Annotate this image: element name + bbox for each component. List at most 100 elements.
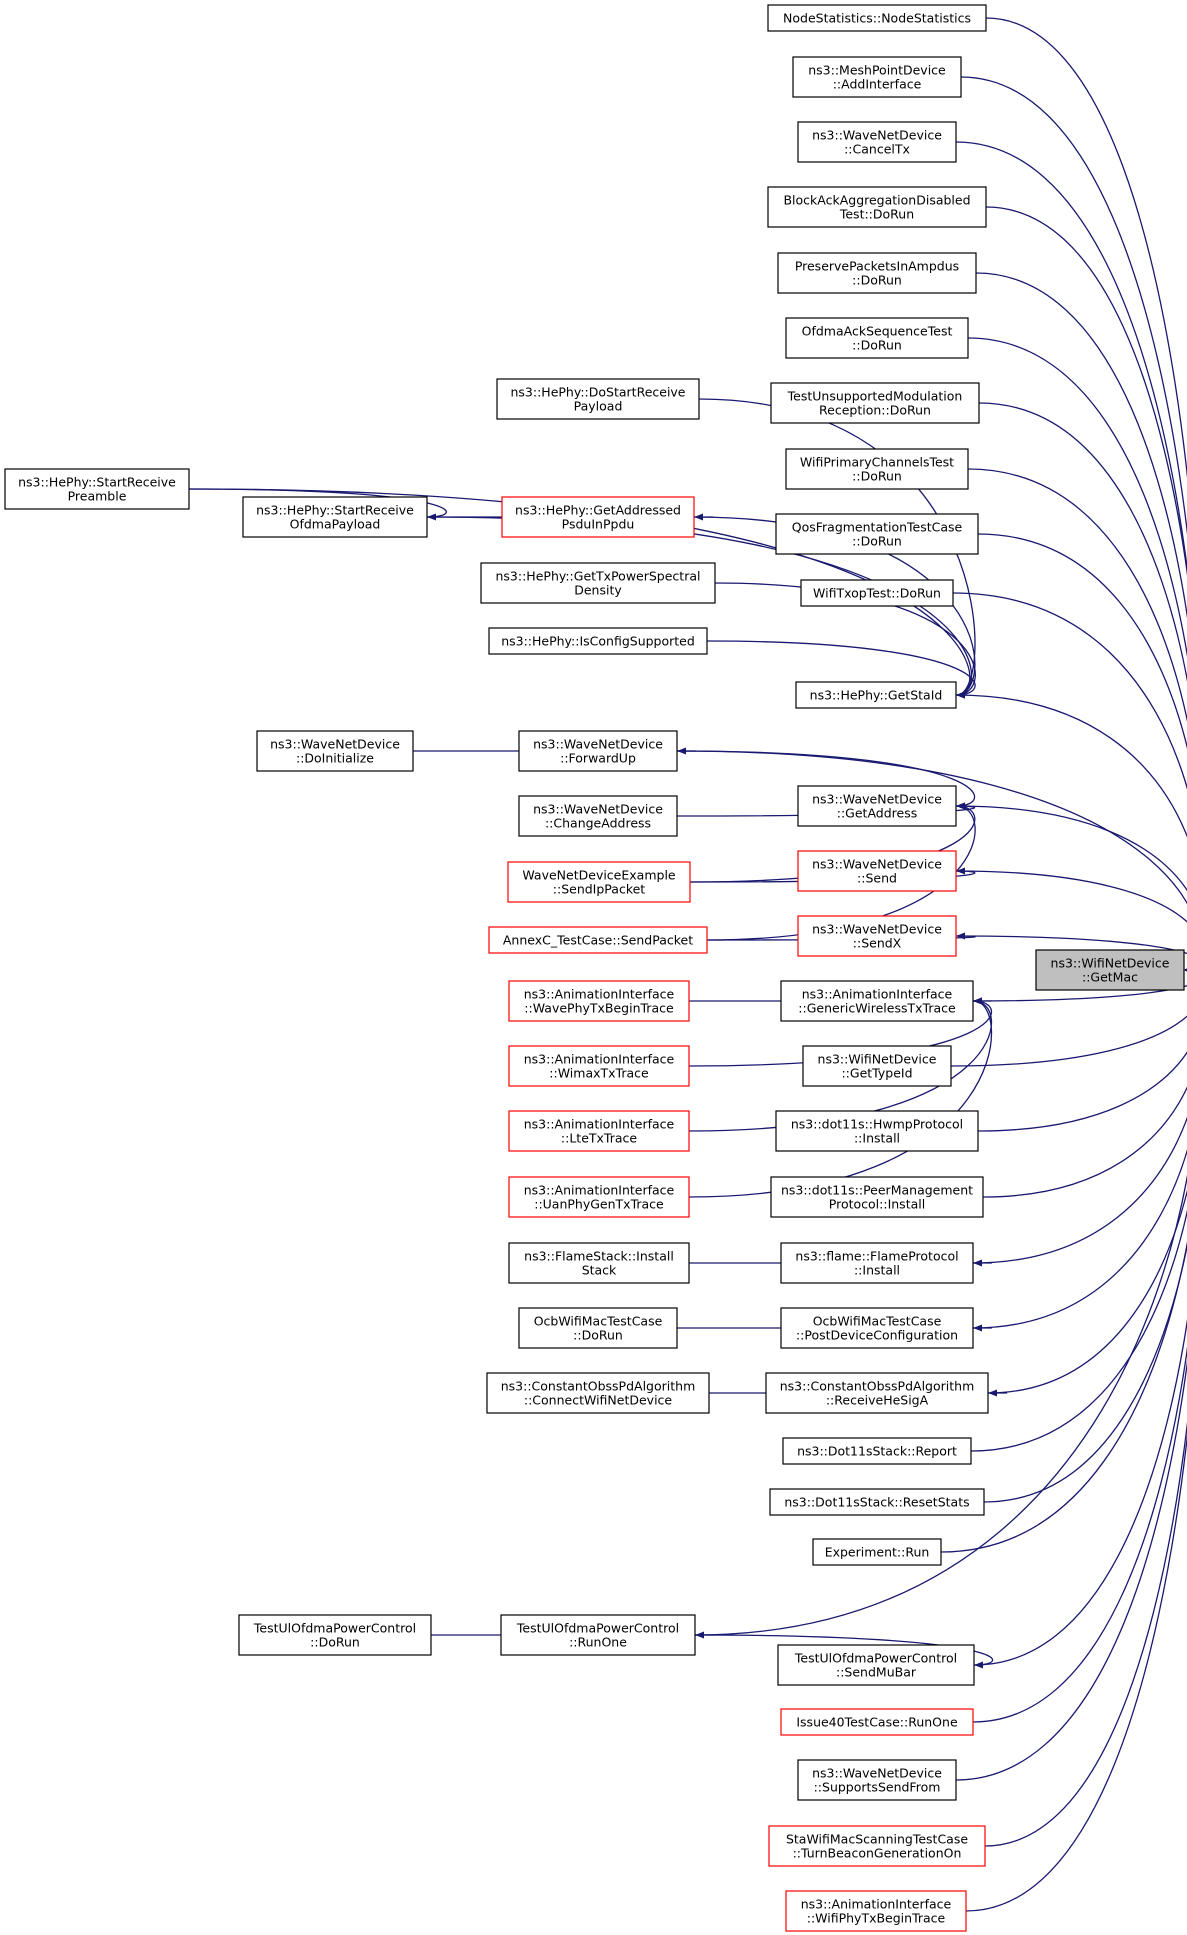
edge-ofdmaack-dorun-to-getmac xyxy=(967,337,1187,974)
node-ulofdma-sendmubar[interactable]: TestUlOfdmaPowerControl::SendMuBar xyxy=(777,1644,975,1686)
node-dot11s-report[interactable]: ns3::Dot11sStack::Report xyxy=(782,1437,972,1465)
node-meshaddinterface[interactable]: ns3::MeshPointDevice::AddInterface xyxy=(792,56,962,98)
node-label-line: Experiment::Run xyxy=(825,1545,930,1560)
edge-wave-canceltx-to-getmac xyxy=(955,141,1187,974)
node-box xyxy=(518,730,678,772)
node-label-line: ns3::WaveNetDevice xyxy=(533,737,663,752)
node-testunsupported-dorun[interactable]: TestUnsupportedModulationReception::DoRu… xyxy=(770,382,980,424)
node-wifitxop-dorun[interactable]: WifiTxopTest::DoRun xyxy=(800,579,954,607)
node-wave-supportssendfrom[interactable]: ns3::WaveNetDevice::SupportsSendFrom xyxy=(797,1759,957,1801)
node-ocb-postdevice[interactable]: OcbWifiMacTestCase::PostDeviceConfigurat… xyxy=(780,1307,974,1349)
node-hwmp-install[interactable]: ns3::dot11s::HwmpProtocol::Install xyxy=(775,1110,979,1152)
node-anim-ltetx[interactable]: ns3::AnimationInterface::LteTxTrace xyxy=(508,1110,690,1152)
node-box xyxy=(500,1614,696,1656)
edge-dot11s-report-to-getmac xyxy=(970,966,1187,1452)
edge-wifitxop-dorun-to-getmac xyxy=(952,592,1187,974)
node-label-line: ns3::HePhy::DoStartReceive xyxy=(510,385,685,400)
node-label-line: ns3::WaveNetDevice xyxy=(812,1766,942,1781)
node-wave-send[interactable]: ns3::WaveNetDevice::Send xyxy=(797,850,957,892)
node-ofdmaack-dorun[interactable]: OfdmaAckSequenceTest::DoRun xyxy=(785,317,969,359)
node-nodestatistics[interactable]: NodeStatistics::NodeStatistics xyxy=(767,4,987,32)
node-issue40-runone[interactable]: Issue40TestCase::RunOne xyxy=(780,1708,974,1736)
node-label-line: ::ConnectWifiNetDevice xyxy=(524,1393,673,1408)
node-box xyxy=(4,468,190,510)
edge-anim-uanphy-to-anim-genericwireless xyxy=(688,997,993,1198)
edge-hephy-isconfigsupported-to-hephy-getstaid xyxy=(706,640,976,699)
node-peermgmt-install[interactable]: ns3::dot11s::PeerManagementProtocol::Ins… xyxy=(770,1176,984,1218)
node-anim-uanphy[interactable]: ns3::AnimationInterface::UanPhyGenTxTrac… xyxy=(508,1176,690,1218)
node-label-line: ns3::dot11s::PeerManagement xyxy=(781,1183,973,1198)
node-label-line: StaWifiMacScanningTestCase xyxy=(786,1832,968,1847)
node-label-line: ::ReceiveHeSigA xyxy=(826,1393,929,1408)
node-box xyxy=(785,1890,967,1932)
node-ulofdma-dorun[interactable]: TestUlOfdmaPowerControl::DoRun xyxy=(238,1614,432,1656)
node-waveexample-sendip[interactable]: WaveNetDeviceExample::SendIpPacket xyxy=(507,861,691,903)
node-box xyxy=(486,1372,710,1414)
node-label-line: ::Install xyxy=(854,1131,900,1146)
node-label-line: OfdmaPayload xyxy=(290,517,381,532)
node-label-line: WifiPrimaryChannelsTest xyxy=(800,455,954,470)
node-wave-doinitialize[interactable]: ns3::WaveNetDevice::DoInitialize xyxy=(256,730,414,772)
node-box xyxy=(777,1644,975,1686)
node-box xyxy=(508,1176,690,1218)
node-label-line: ::RunOne xyxy=(569,1635,627,1650)
edge-anim-wifiphytx-to-getmac xyxy=(965,966,1187,1912)
node-wave-sendx[interactable]: ns3::WaveNetDevice::SendX xyxy=(797,915,957,957)
node-box xyxy=(508,1242,690,1284)
node-box xyxy=(769,1488,985,1516)
node-label-line: ::UanPhyGenTxTrace xyxy=(534,1197,664,1212)
node-label-line: ::DoRun xyxy=(310,1635,360,1650)
node-flameprotocol-install[interactable]: ns3::flame::FlameProtocol::Install xyxy=(780,1242,974,1284)
node-wave-forwardup[interactable]: ns3::WaveNetDevice::ForwardUp xyxy=(518,730,678,772)
node-label-line: ::DoRun xyxy=(852,273,902,288)
node-ulofdma-runone[interactable]: TestUlOfdmaPowerControl::RunOne xyxy=(500,1614,696,1656)
edge-meshaddinterface-to-getmac xyxy=(960,76,1187,974)
node-wave-canceltx[interactable]: ns3::WaveNetDevice::CancelTx xyxy=(797,121,957,163)
node-label-line: ns3::FlameStack::Install xyxy=(524,1249,674,1264)
node-box xyxy=(488,627,708,655)
node-preservepackets-dorun[interactable]: PreservePacketsInAmpdus::DoRun xyxy=(777,252,977,294)
node-box xyxy=(800,579,954,607)
node-box xyxy=(782,1437,972,1465)
node-label-line: ns3::HePhy::GetStaId xyxy=(810,688,943,703)
node-label-line: TestUlOfdmaPowerControl xyxy=(253,1621,416,1636)
node-anim-genericwireless[interactable]: ns3::AnimationInterface::GenericWireless… xyxy=(780,980,974,1022)
node-qosfrag-dorun[interactable]: QosFragmentationTestCase::DoRun xyxy=(775,513,979,555)
node-label-line: Density xyxy=(574,583,622,598)
node-label-line: TestUlOfdmaPowerControl xyxy=(516,1621,679,1636)
node-anim-wavephytx[interactable]: ns3::AnimationInterface::WavePhyTxBeginT… xyxy=(508,980,690,1022)
node-stawifimac-turnbeacon[interactable]: StaWifiMacScanningTestCase::TurnBeaconGe… xyxy=(768,1825,986,1867)
node-label-line: NodeStatistics::NodeStatistics xyxy=(783,11,971,26)
node-hephy-isconfigsupported[interactable]: ns3::HePhy::IsConfigSupported xyxy=(488,627,708,655)
node-wave-changeaddress[interactable]: ns3::WaveNetDevice::ChangeAddress xyxy=(518,795,678,837)
node-annexc-sendpacket[interactable]: AnnexC_TestCase::SendPacket xyxy=(488,926,708,954)
node-ocb-dorun[interactable]: OcbWifiMacTestCase::DoRun xyxy=(518,1307,678,1349)
node-anim-wifiphytx[interactable]: ns3::AnimationInterface::WifiPhyTxBeginT… xyxy=(785,1890,967,1932)
node-label-line: ::AddInterface xyxy=(833,77,922,92)
node-wifiprimary-dorun[interactable]: WifiPrimaryChannelsTest::DoRun xyxy=(785,448,969,490)
edge-hephy-getstaid-to-getmac xyxy=(955,694,1187,974)
node-box xyxy=(508,1110,690,1152)
node-wave-getaddress[interactable]: ns3::WaveNetDevice::GetAddress xyxy=(797,785,957,827)
node-experiment-run[interactable]: Experiment::Run xyxy=(812,1538,942,1566)
edge-testunsupported-dorun-to-getmac xyxy=(978,402,1187,974)
edge-peermgmt-install-to-getmac xyxy=(982,966,1187,1198)
node-getmac[interactable]: ns3::WifiNetDevice::GetMac xyxy=(1035,949,1185,991)
node-box xyxy=(518,795,678,837)
node-wifinet-gettypeid[interactable]: ns3::WifiNetDevice::GetTypeId xyxy=(802,1045,952,1087)
node-obss-receive[interactable]: ns3::ConstantObssPdAlgorithm::ReceiveHeS… xyxy=(765,1372,989,1414)
edge-nodestatistics-to-getmac xyxy=(985,17,1187,974)
node-label-line: ns3::AnimationInterface xyxy=(524,1183,675,1198)
node-anim-wimaxtx[interactable]: ns3::AnimationInterface::WimaxTxTrace xyxy=(508,1045,690,1087)
node-obss-connect[interactable]: ns3::ConstantObssPdAlgorithm::ConnectWif… xyxy=(486,1372,710,1414)
node-dot11s-resetstats[interactable]: ns3::Dot11sStack::ResetStats xyxy=(769,1488,985,1516)
node-hephy-getstaid[interactable]: ns3::HePhy::GetStaId xyxy=(795,681,957,709)
node-label-line: PreservePacketsInAmpdus xyxy=(795,259,959,274)
